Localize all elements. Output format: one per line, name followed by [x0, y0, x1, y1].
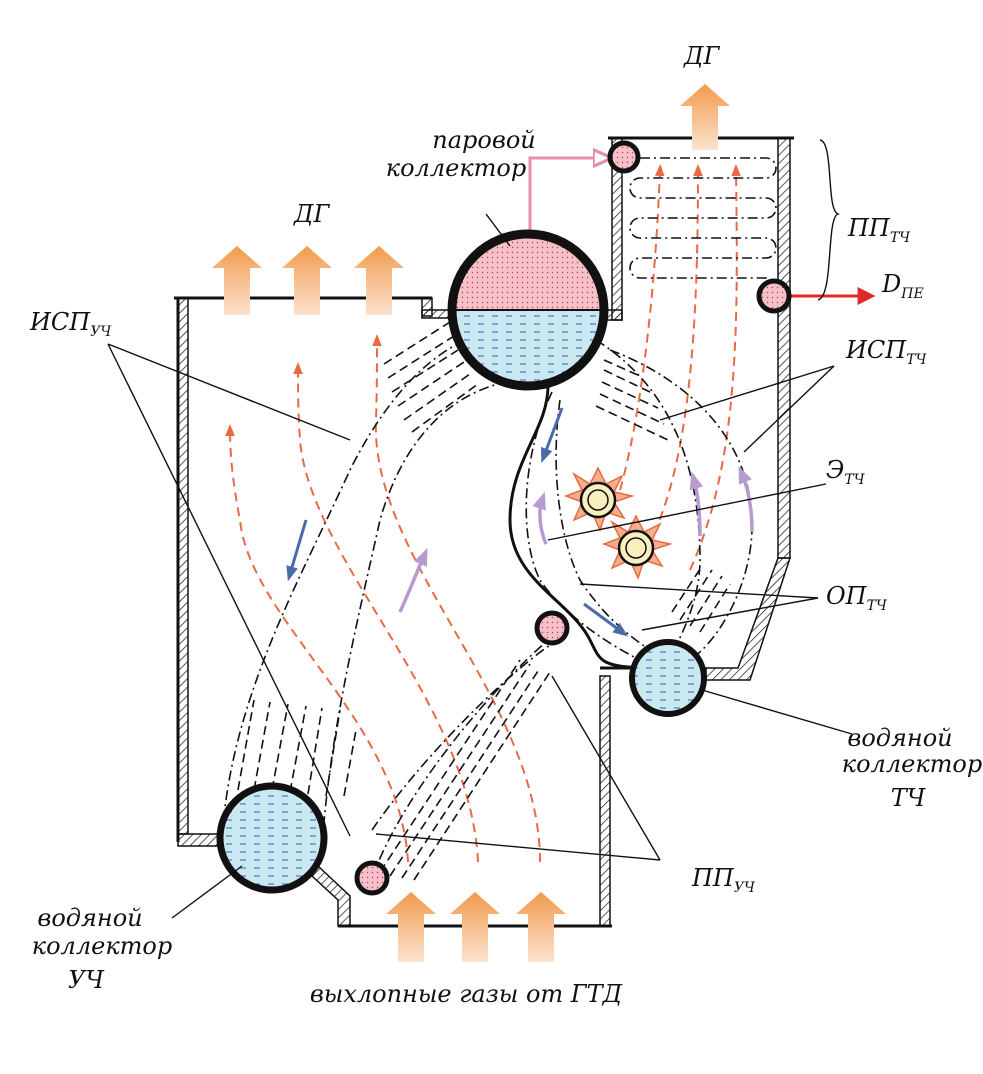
superheater-coil-tch: [629, 157, 777, 297]
label-steam-collector-2: коллектор: [386, 154, 526, 182]
labels: ДГ ДГ паровой коллектор ППТЧ DПЕ ИСПУЧ И…: [29, 42, 982, 1008]
label-op-tch: ОПТЧ: [826, 582, 888, 614]
evaporator-bundle-uch: [221, 321, 499, 847]
superheater-header-uch-top: [534, 610, 570, 646]
label-isp-tch: ИСПТЧ: [845, 336, 928, 368]
label-water-collector-tch-2: коллектор: [842, 750, 982, 778]
burner-lower: [601, 514, 673, 581]
steam-collector: [447, 229, 609, 391]
downcomer-pipe: [508, 385, 641, 670]
label-exhaust-input: выхлопные газы от ГТД: [310, 980, 623, 1008]
label-water-collector-uch-1: водяной: [37, 904, 142, 932]
label-dg-right: ДГ: [683, 42, 721, 70]
burner-upper: [563, 466, 635, 533]
superheater-header-tch-inlet: [607, 140, 641, 174]
water-collector-uch: [216, 782, 328, 894]
label-water-collector-tch-1: водяной: [847, 724, 952, 752]
boiler-casing: [174, 136, 794, 928]
label-steam-collector-1: паровой: [432, 126, 535, 154]
label-pp-tch: ППТЧ: [847, 214, 911, 246]
leader-lines: [107, 139, 853, 919]
superheater-bundle-uch: [371, 639, 551, 881]
label-water-collector-uch-2: коллектор: [32, 932, 172, 960]
label-water-collector-tch-3: ТЧ: [891, 784, 927, 812]
flow-arrows: [286, 407, 754, 637]
superheater-header-uch-bottom: [354, 860, 390, 896]
exhaust-arrow-top-right: [680, 84, 730, 150]
exhaust-arrows-input: [386, 892, 566, 962]
label-water-collector-uch-3: УЧ: [68, 966, 105, 994]
label-dg-left: ДГ: [293, 200, 331, 228]
gas-flow-lines: [225, 164, 741, 863]
label-e-tch: ЭТЧ: [826, 456, 866, 488]
label-d-pe: DПЕ: [881, 270, 924, 302]
exhaust-arrows-top-left: [212, 246, 404, 315]
water-collector-tch: [629, 639, 707, 717]
steam-line: [528, 158, 610, 238]
label-pp-uch: ППУЧ: [691, 864, 756, 896]
label-isp-uch: ИСПУЧ: [29, 308, 112, 340]
evaporator-bundle-tch: [525, 339, 753, 661]
superheater-header-tch-outlet: [756, 278, 792, 314]
